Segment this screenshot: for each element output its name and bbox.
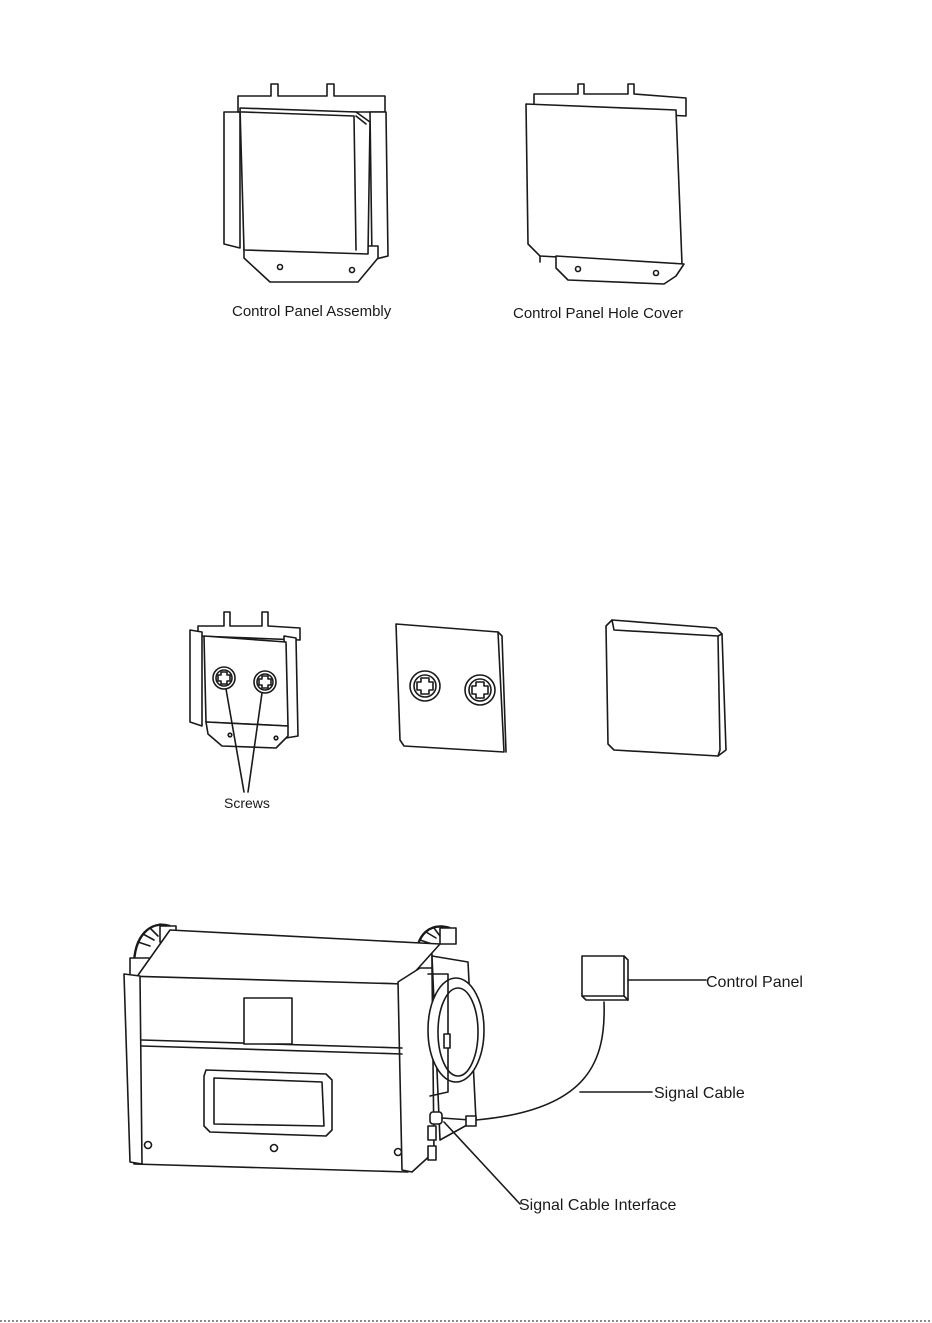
control-panel-hole-cover-label: Control Panel Hole Cover <box>513 305 683 322</box>
control-panel-label: Control Panel <box>706 974 803 991</box>
signal-cable-label: Signal Cable <box>654 1085 745 1102</box>
signal-cable-interface-leader <box>444 1122 520 1204</box>
mounting-plate-drawing <box>396 624 506 752</box>
assembly-with-screws-drawing <box>190 612 300 792</box>
signal-cable-line <box>476 1002 604 1120</box>
control-panel-assembly-drawing <box>224 84 388 282</box>
control-panel-face-drawing <box>606 620 726 756</box>
control-panel-assembly-label: Control Panel Assembly <box>232 303 392 320</box>
screws-label: Screws <box>224 795 270 811</box>
remote-control-panel-icon <box>582 956 628 1000</box>
dehumidifier-unit-drawing <box>124 924 484 1172</box>
control-panel-hole-cover-drawing <box>526 84 686 284</box>
signal-cable-interface-label: Signal Cable Interface <box>519 1197 677 1214</box>
